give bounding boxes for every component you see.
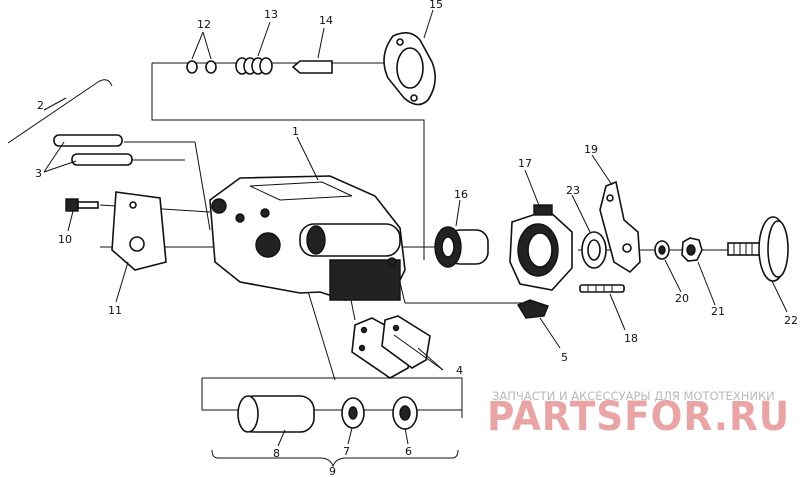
part-8-sleeve bbox=[237, 395, 315, 433]
part-7-washer bbox=[341, 397, 365, 429]
callout-12: 12 bbox=[197, 18, 211, 31]
leader-lines bbox=[43, 9, 788, 468]
part-4-pads bbox=[351, 315, 431, 379]
callout-20: 20 bbox=[675, 292, 689, 305]
guide-lines bbox=[99, 62, 745, 418]
callout-14: 14 bbox=[319, 14, 333, 27]
callout-2: 2 bbox=[37, 99, 44, 112]
callout-13: 13 bbox=[264, 8, 278, 21]
part-12-orings bbox=[186, 60, 217, 74]
callout-17: 17 bbox=[518, 157, 532, 170]
part-13-spring bbox=[235, 57, 273, 75]
watermark-caption: ЗАПЧАСТИ И АКСЕССУАРЫ ДЛЯ МОТОТЕХНИКИ bbox=[492, 389, 775, 403]
part-1-caliper-body bbox=[209, 175, 406, 301]
part-10-bolt bbox=[65, 198, 99, 212]
part-16-piston bbox=[434, 226, 489, 268]
part-17-housing bbox=[509, 204, 573, 291]
callout-18: 18 bbox=[624, 332, 638, 345]
part-23-bushing bbox=[581, 231, 607, 269]
part-3-pins bbox=[53, 134, 133, 166]
part-2-wire bbox=[7, 79, 113, 144]
part-22-adjuster bbox=[727, 216, 789, 282]
part-11-plate bbox=[111, 191, 167, 271]
callout-19: 19 bbox=[584, 143, 598, 156]
callout-3: 3 bbox=[35, 167, 42, 180]
callout-9: 9 bbox=[329, 465, 336, 477]
callout-6: 6 bbox=[405, 445, 412, 458]
callout-16: 16 bbox=[454, 188, 468, 201]
callout-1: 1 bbox=[292, 125, 299, 138]
part-5-bleeder bbox=[516, 299, 549, 319]
callout-21: 21 bbox=[711, 305, 725, 318]
callout-labels: 1 2 3 4 5 6 7 8 9 10 11 12 13 14 15 16 1… bbox=[35, 0, 798, 477]
part-21-nut bbox=[681, 237, 703, 262]
callout-23: 23 bbox=[566, 184, 580, 197]
callout-22: 22 bbox=[784, 314, 798, 327]
part-14-pin bbox=[291, 60, 333, 74]
callout-10: 10 bbox=[58, 233, 72, 246]
part-19-bracket bbox=[599, 180, 641, 274]
callout-15: 15 bbox=[429, 0, 443, 11]
part-20-washer bbox=[654, 240, 670, 260]
part-15-gasket bbox=[383, 32, 436, 106]
callout-5: 5 bbox=[561, 351, 568, 364]
part-6-washer bbox=[392, 396, 418, 430]
callout-8: 8 bbox=[273, 447, 280, 460]
part-18-screw bbox=[579, 284, 625, 293]
callout-7: 7 bbox=[343, 445, 350, 458]
callout-11: 11 bbox=[108, 304, 122, 317]
watermark-brand: PARTSFOR.RU bbox=[487, 394, 790, 440]
watermark: ЗАПЧАСТИ И АКСЕССУАРЫ ДЛЯ МОТОТЕХНИКИ PA… bbox=[487, 389, 790, 440]
callout-4: 4 bbox=[456, 364, 463, 377]
